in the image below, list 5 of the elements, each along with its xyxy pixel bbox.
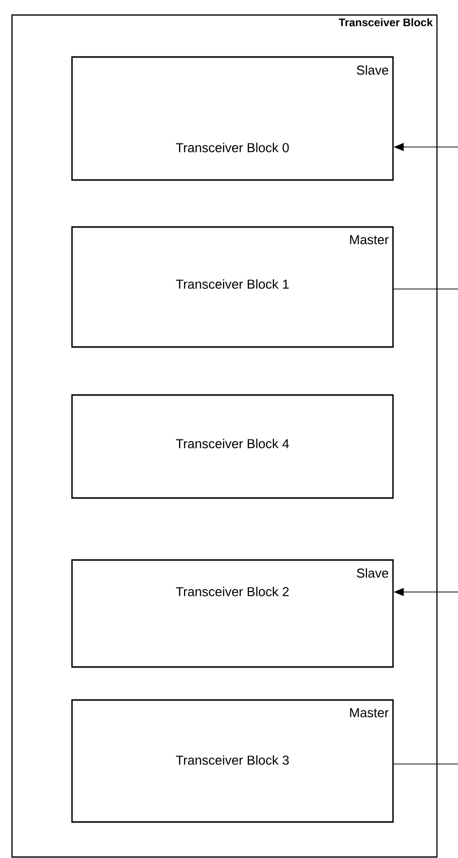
block-box: Transceiver Block 0 Slave	[71, 56, 394, 181]
block-box: Transceiver Block 2 Slave	[71, 559, 394, 668]
block-box: Transceiver Block 1 Master	[71, 226, 394, 348]
block-box: Transceiver Block 3 Master	[71, 699, 394, 823]
block-box: Transceiver Block 4	[71, 394, 394, 499]
